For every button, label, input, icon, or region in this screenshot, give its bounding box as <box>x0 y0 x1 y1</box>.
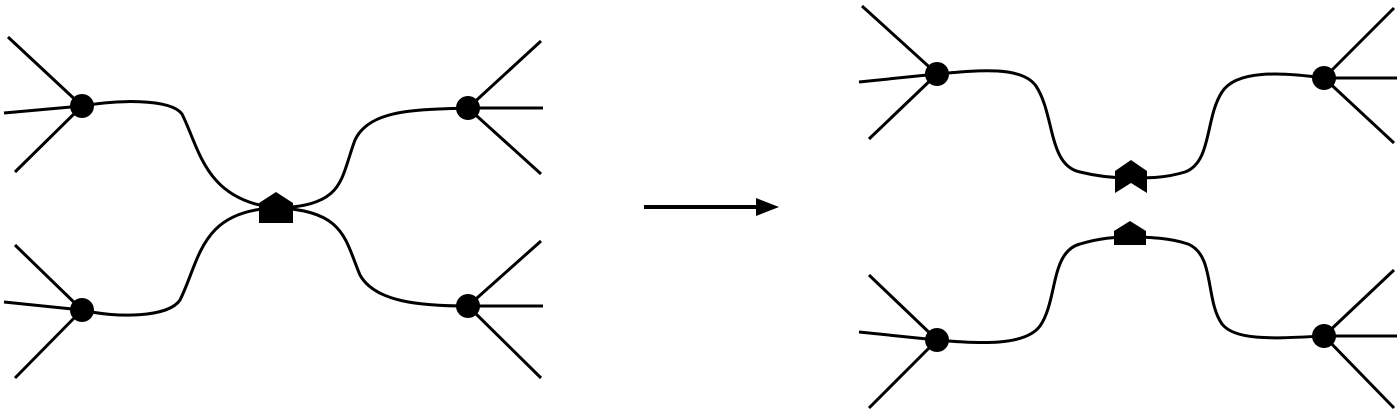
right-top-right-legs <box>1322 6 1397 145</box>
right-graph <box>858 4 1397 410</box>
right-bottom-left-legs <box>858 273 939 410</box>
left-bottom-left-legs <box>3 243 84 380</box>
vertex-right-top-right <box>1312 66 1336 90</box>
pentagon-house-icon-lower <box>1114 221 1146 245</box>
right-top-left-legs <box>858 4 939 141</box>
pentagon-house-icon <box>259 192 293 223</box>
right-lower-wire <box>935 235 1326 345</box>
vertex-right-bottom-right <box>1312 324 1336 348</box>
left-graph <box>3 35 543 380</box>
left-wire-top-right <box>274 106 470 210</box>
left-wire-top-left <box>80 100 278 210</box>
left-bottom-right-legs <box>466 239 543 380</box>
left-top-right-legs <box>466 39 543 176</box>
left-wire-bottom-right <box>274 206 470 308</box>
vertex-left-top-left <box>70 94 94 118</box>
notched-pentagon-icon <box>1115 160 1147 193</box>
vertex-left-top-right <box>456 96 480 120</box>
left-wire-bottom-left <box>80 206 278 317</box>
vertex-right-bottom-left <box>925 328 949 352</box>
left-top-left-legs <box>3 35 84 174</box>
right-bottom-right-legs <box>1322 268 1397 410</box>
right-arrow-icon <box>644 198 779 216</box>
vertex-left-bottom-left <box>70 298 94 322</box>
vertex-right-top-left <box>925 62 949 86</box>
vertex-left-bottom-right <box>456 294 480 318</box>
